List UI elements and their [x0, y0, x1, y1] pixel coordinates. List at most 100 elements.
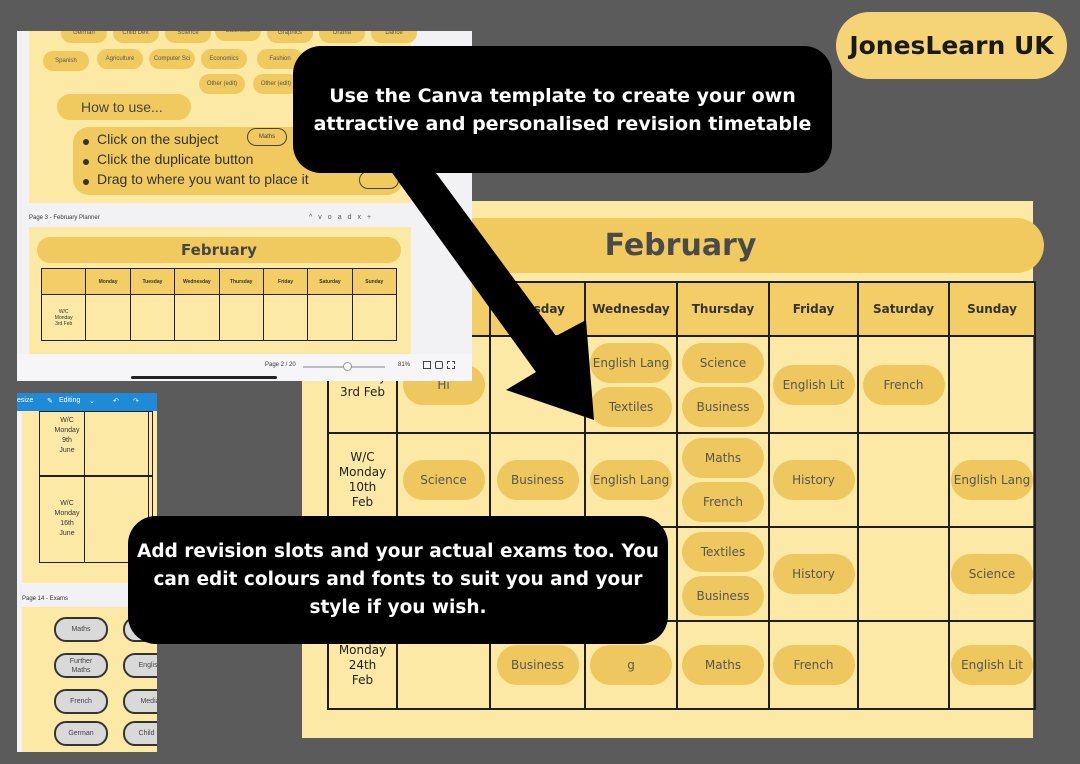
subject-chip[interactable]: Business	[682, 576, 764, 616]
day-cell[interactable]	[948, 335, 1036, 434]
undo-icon[interactable]: ↶	[113, 398, 119, 405]
grid-view-icon[interactable]	[423, 361, 431, 369]
day-cell[interactable]: French	[857, 335, 950, 434]
trash-icon[interactable]: x	[357, 214, 368, 221]
callout-bottom: Add revision slots and your actual exams…	[128, 516, 668, 644]
brand-badge: JonesLearn UK	[836, 12, 1067, 79]
exam-chip[interactable]: Media	[123, 689, 157, 714]
subject-chip[interactable]: g	[590, 645, 672, 685]
mini-day-header	[40, 268, 87, 295]
subject-chip[interactable]: Business	[496, 645, 579, 685]
exam-chip[interactable]: Maths	[54, 617, 108, 642]
mini-day-header: Wednesday	[174, 268, 220, 295]
exam-chip[interactable]: English	[123, 653, 157, 678]
day-cell[interactable]: English Lit	[948, 620, 1036, 710]
subject-chip[interactable]: Other (edit)	[253, 74, 299, 94]
subject-chip[interactable]: English Lit	[951, 645, 1033, 685]
subject-chip[interactable]: Business	[682, 386, 764, 427]
day-header-wednesday: Wednesday	[584, 281, 678, 337]
canva-editor-screenshot-bottom: esize ✎ Editing ⌄ ↶ ↷ W/C Monday 9th Jun…	[17, 393, 157, 752]
subject-chip[interactable]: French	[862, 364, 945, 405]
duplicate-icon[interactable]: d	[347, 214, 358, 221]
day-cell[interactable]: History	[768, 432, 859, 528]
subject-chip[interactable]: History	[772, 460, 855, 500]
subject-chip[interactable]: Science	[682, 342, 764, 383]
subject-chip[interactable]: French	[772, 645, 855, 685]
day-cell[interactable]: Maths	[676, 620, 770, 710]
day-cell[interactable]: English Lang	[948, 432, 1036, 528]
day-cell[interactable]: Business	[489, 432, 586, 528]
column-divider	[84, 411, 85, 563]
resize-button[interactable]: esize	[17, 397, 34, 404]
subject-chip[interactable]: Computer Sci	[149, 49, 195, 69]
subject-chip[interactable]: English Lang	[590, 342, 672, 383]
subject-chip[interactable]: Spanish	[43, 51, 89, 71]
day-header-sunday: Sunday	[948, 281, 1036, 337]
subject-chip[interactable]: Graphics	[267, 31, 313, 43]
page-indicator[interactable]: Page 2 / 20	[265, 362, 296, 368]
subject-chip[interactable]: French	[682, 482, 764, 522]
subject-chip[interactable]: Drama	[319, 31, 365, 43]
redo-icon[interactable]: ↷	[133, 398, 139, 405]
subject-chip[interactable]: German	[61, 31, 107, 43]
subject-chip[interactable]: English Lit	[772, 364, 855, 405]
subject-chip[interactable]: History	[772, 554, 855, 594]
day-header-friday: Friday	[768, 281, 859, 337]
eye-icon[interactable]: o	[327, 214, 338, 221]
subject-chip[interactable]: Fashion	[257, 49, 303, 69]
chevron-down-icon[interactable]: ⌄	[89, 398, 95, 405]
mini-day-header: Saturday	[307, 268, 353, 295]
chevron-down-icon[interactable]: v	[318, 214, 328, 221]
zoom-level[interactable]: 81%	[398, 362, 411, 368]
column-divider	[148, 411, 149, 563]
subject-chip[interactable]: Business	[496, 460, 579, 500]
day-cell[interactable]	[857, 620, 950, 710]
day-cell[interactable]	[857, 432, 950, 528]
subject-chip[interactable]: Dance	[371, 31, 417, 43]
zoom-slider-handle[interactable]	[343, 362, 352, 371]
pages-icon[interactable]	[435, 361, 443, 369]
subject-chip[interactable]: Other (edit)	[199, 74, 245, 94]
subject-chip[interactable]: Maths	[682, 645, 764, 685]
example-subject-chip[interactable]: Maths	[247, 128, 287, 146]
week-label: W/C Monday 10th Feb	[327, 432, 398, 528]
exam-chip[interactable]: Child D	[123, 721, 157, 746]
day-cell[interactable]: Science	[948, 526, 1036, 622]
exam-chip[interactable]: Further Maths	[54, 653, 108, 678]
page-label: Page 3 - February Planner	[29, 215, 100, 221]
subject-chip[interactable]: Science	[165, 31, 211, 43]
day-cell[interactable]: History	[768, 526, 859, 622]
bullet-icon	[83, 159, 89, 165]
day-cell[interactable]: French	[768, 620, 859, 710]
lock-icon[interactable]: a	[337, 214, 348, 221]
mini-week-label: W/C Monday 3rd Feb	[40, 294, 87, 341]
exam-chip[interactable]: French	[54, 689, 108, 714]
subject-chip[interactable]: Economics	[201, 49, 247, 69]
subject-chip[interactable]: English Lang	[951, 460, 1033, 500]
day-cell[interactable]: Science	[396, 432, 491, 528]
fullscreen-icon[interactable]	[447, 361, 455, 369]
subject-chip[interactable]: Textiles	[682, 532, 764, 572]
subject-chip[interactable]: English Lang	[590, 460, 672, 500]
day-header-thursday: Thursday	[676, 281, 770, 337]
subject-chip[interactable]: Agriculture	[97, 49, 143, 69]
day-cell[interactable]	[857, 526, 950, 622]
subject-chip[interactable]: Business	[215, 31, 261, 41]
subject-chip[interactable]: Textiles	[590, 386, 672, 427]
exam-chip[interactable]: German	[54, 721, 108, 746]
subject-chip[interactable]: Child Dev.	[113, 31, 159, 43]
subject-chip[interactable]: Maths	[682, 438, 764, 478]
editing-mode-button[interactable]: Editing	[59, 397, 81, 404]
day-cell[interactable]: English Lit	[768, 335, 859, 434]
subject-chip[interactable]: Science	[402, 460, 485, 500]
chevron-up-icon[interactable]: ^	[309, 214, 319, 221]
add-page-icon[interactable]: +	[367, 214, 378, 221]
subject-chip[interactable]: Science	[951, 554, 1033, 594]
scroll-indicator[interactable]	[131, 376, 277, 379]
